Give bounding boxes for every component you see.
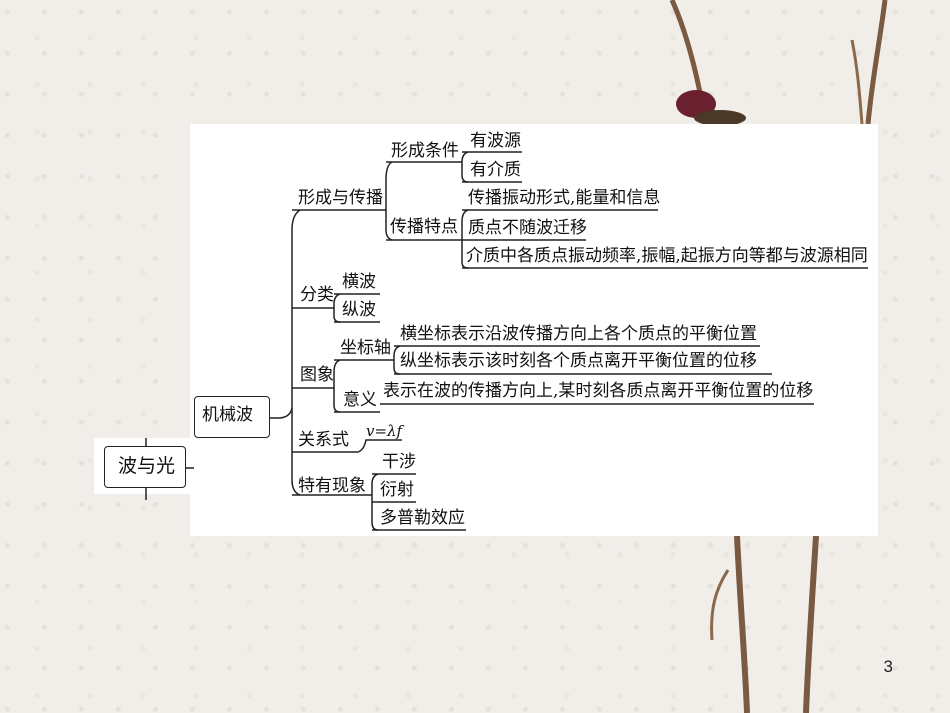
mindmap-card xyxy=(190,124,878,536)
feature-item-2: 介质中各质点振动频率,振幅,起振方向等都与波源相同 xyxy=(466,246,868,266)
conditions-label: 形成条件 xyxy=(391,141,459,161)
meaning-label: 意义 xyxy=(343,390,377,410)
root-node xyxy=(104,446,186,488)
classification-item-0: 横波 xyxy=(342,272,376,292)
relation-label: 关系式 xyxy=(298,430,349,450)
axes-item-0: 横坐标表示沿波传播方向上各个质点的平衡位置 xyxy=(400,324,757,344)
phenomena-item-1: 衍射 xyxy=(380,480,414,500)
features-label: 传播特点 xyxy=(390,217,458,237)
phenomena-item-0: 干涉 xyxy=(382,452,416,472)
condition-item-0: 有波源 xyxy=(470,131,521,151)
classification-label: 分类 xyxy=(300,285,334,305)
axes-item-1: 纵坐标表示该时刻各个质点离开平衡位置的位移 xyxy=(400,351,757,371)
main-topic-node xyxy=(194,396,270,438)
feature-item-1: 质点不随波迁移 xyxy=(468,218,587,238)
classification-item-1: 纵波 xyxy=(342,300,376,320)
root-label: 波与光 xyxy=(118,455,176,477)
phenomena-label: 特有现象 xyxy=(298,476,366,496)
phenomena-item-2: 多普勒效应 xyxy=(380,508,465,528)
axes-label: 坐标轴 xyxy=(340,338,391,358)
condition-item-1: 有介质 xyxy=(470,160,521,180)
page-number: 3 xyxy=(883,657,893,676)
feature-item-0: 传播振动形式,能量和信息 xyxy=(468,188,661,208)
meaning-text: 表示在波的传播方向上,某时刻各质点离开平衡位置的位移 xyxy=(383,381,814,401)
graph-label: 图象 xyxy=(300,365,334,385)
main-topic-label: 机械波 xyxy=(202,405,253,425)
relation-formula: v=λf xyxy=(366,422,403,440)
formation-label: 形成与传播 xyxy=(298,188,383,208)
flower-bud xyxy=(676,90,716,118)
